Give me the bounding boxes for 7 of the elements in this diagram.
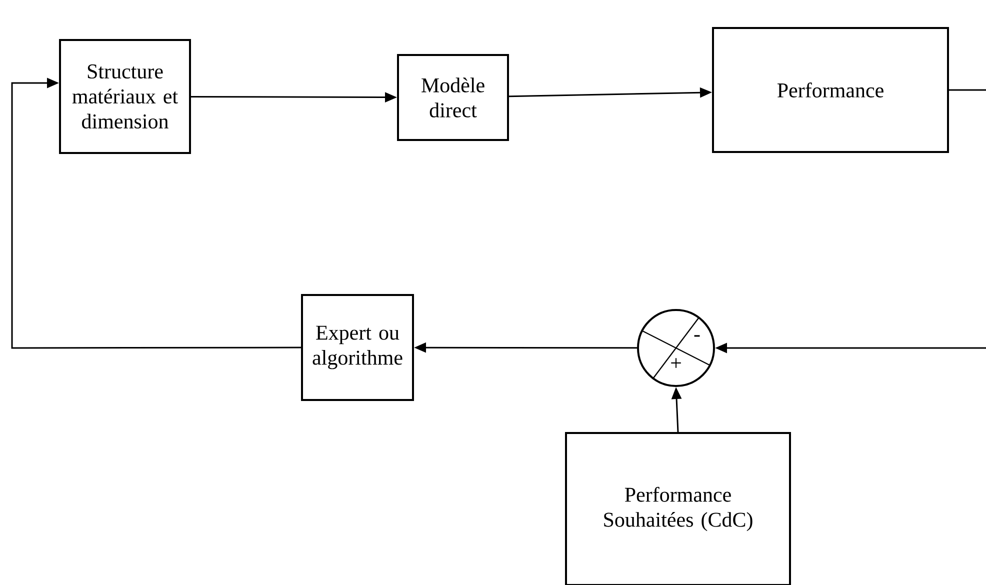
summing-junction: - + — [637, 309, 715, 387]
process-box: Performance Souhaitées (CdC) — [565, 432, 791, 585]
process-box: Modèle direct — [397, 54, 509, 141]
arrow — [11, 78, 301, 349]
process-box: Expert ou algorithme — [301, 294, 414, 401]
process-box: Performance — [712, 27, 949, 153]
process-box: Structure matériaux et dimension — [59, 39, 191, 154]
